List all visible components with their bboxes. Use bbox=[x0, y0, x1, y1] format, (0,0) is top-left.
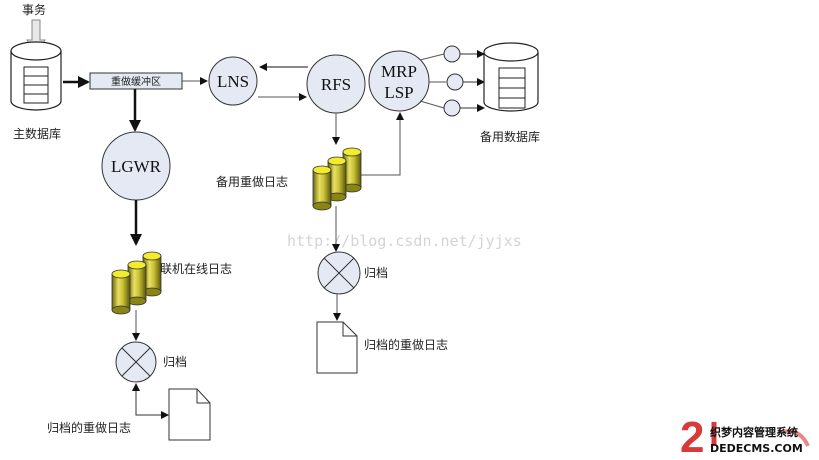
lgwr-node: LGWR bbox=[101, 131, 171, 201]
mrp-lsp-node: MRP LSP bbox=[368, 50, 430, 112]
watermark-text: http://blog.csdn.net/jyjxs bbox=[287, 232, 522, 250]
redo-buffer-box: 重做缓冲区 bbox=[89, 72, 183, 90]
lns-node: LNS bbox=[208, 56, 258, 106]
arrow-standby-logs-to-mrp bbox=[361, 112, 404, 176]
standby-db-label: 备用数据库 bbox=[480, 129, 540, 144]
apply-process-connectors bbox=[419, 45, 485, 117]
online-log-label: 联机在线日志 bbox=[160, 262, 232, 276]
lgwr-label: LGWR bbox=[111, 157, 162, 176]
logo-cn-text: 织梦内容管理系统 bbox=[710, 425, 798, 439]
logo-big-2: 2 bbox=[680, 413, 704, 460]
archive-left-label: 归档 bbox=[163, 355, 187, 369]
primary-database-icon bbox=[10, 41, 62, 111]
archived-redo-right-label: 归档的重做日志 bbox=[364, 337, 448, 352]
apply-process-circle-1 bbox=[443, 45, 461, 63]
logo-en-text: DEDECMS.COM bbox=[710, 442, 803, 455]
mrp-label: MRP bbox=[381, 62, 417, 81]
online-redo-log-icon bbox=[111, 251, 162, 315]
arrow-doc-to-archive-left bbox=[132, 383, 165, 416]
apply-process-circle-3 bbox=[443, 99, 461, 117]
primary-db-label: 主数据库 bbox=[13, 126, 61, 141]
apply-process-circle-2 bbox=[446, 73, 464, 91]
rfs-label: RFS bbox=[321, 75, 351, 94]
archived-redo-left-label: 归档的重做日志 bbox=[47, 420, 131, 435]
dedecms-logo: 2 织梦内容管理系统 DEDECMS.COM bbox=[680, 413, 810, 460]
redo-buffer-label: 重做缓冲区 bbox=[111, 75, 161, 88]
standby-database-icon bbox=[483, 42, 539, 112]
rfs-node: RFS bbox=[306, 54, 366, 114]
lsp-label: LSP bbox=[384, 83, 413, 102]
standby-redo-log-label: 备用重做日志 bbox=[216, 174, 288, 189]
archive-left-icon bbox=[115, 341, 157, 383]
archived-redo-doc-left-icon bbox=[168, 388, 211, 441]
archive-right-label: 归档 bbox=[364, 266, 388, 280]
transaction-label: 事务 bbox=[22, 2, 46, 17]
archived-redo-doc-right-icon bbox=[316, 321, 358, 374]
lns-label: LNS bbox=[217, 72, 249, 91]
archive-right-icon bbox=[317, 251, 361, 295]
standby-redo-log-icon bbox=[312, 147, 362, 211]
